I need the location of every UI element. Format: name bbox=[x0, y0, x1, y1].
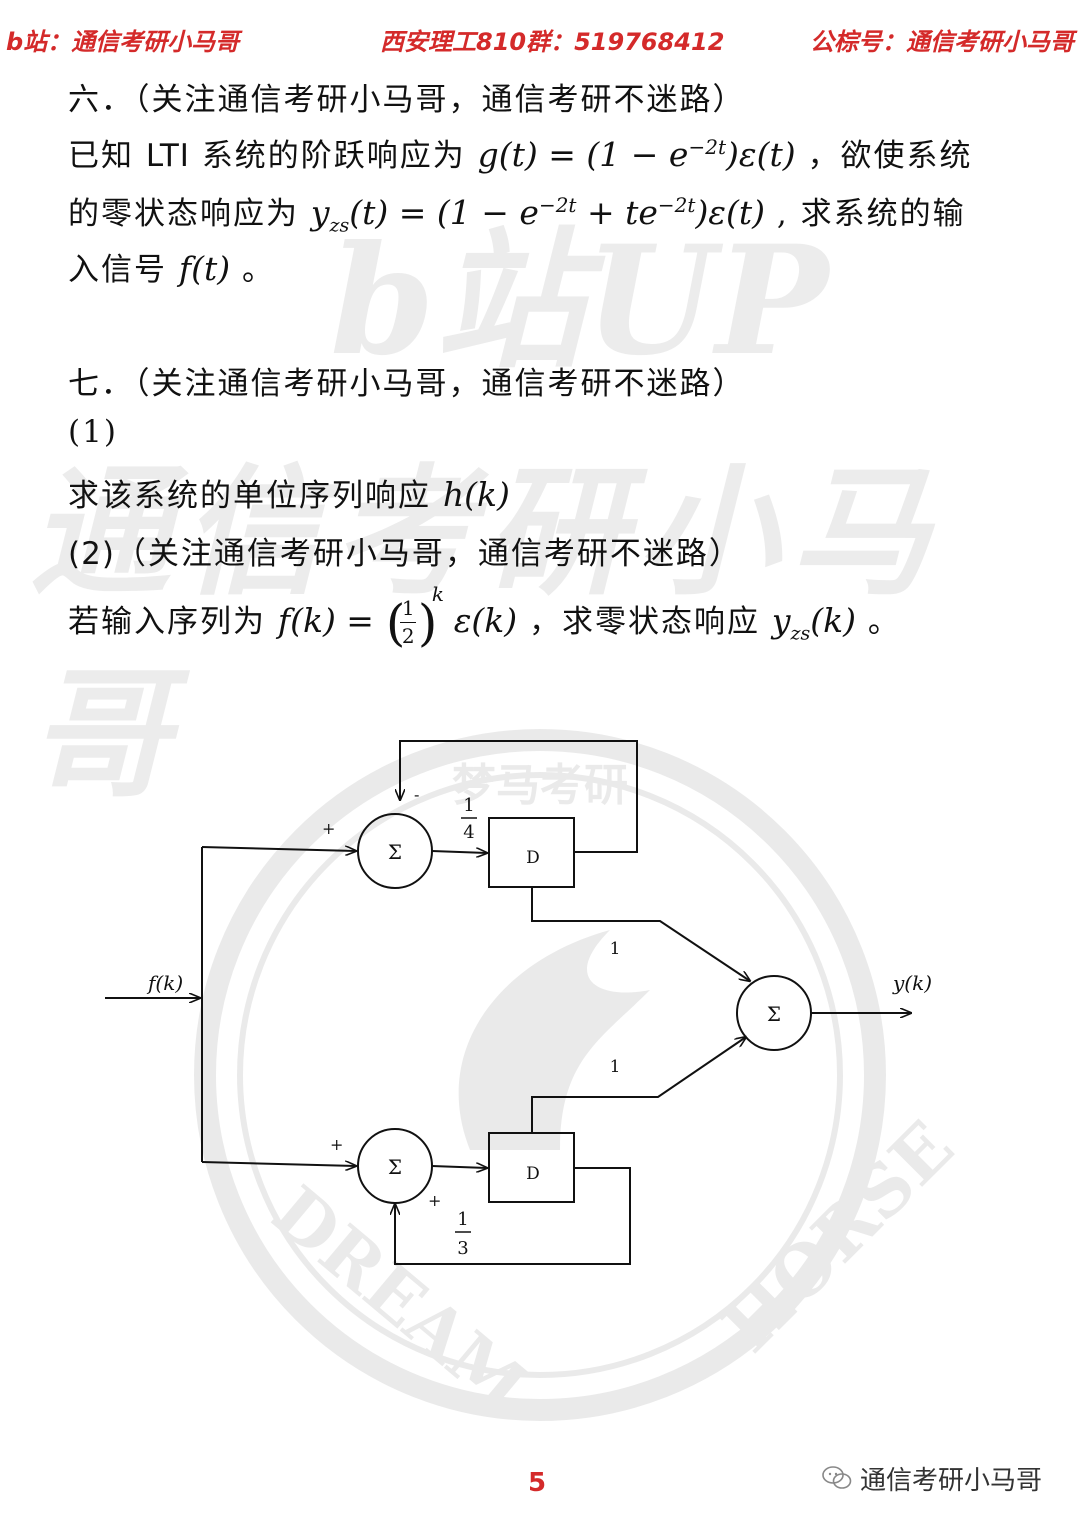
q6-input-signal-eq: f(t) bbox=[178, 249, 231, 288]
top-gain-arrow bbox=[431, 851, 487, 853]
q6-line1-text-a: 已知 bbox=[68, 138, 134, 174]
q6-line1: 已知 LTI 系统的阶跃响应为 g(t) = (1 − e−2t)ε(t) ，欲… bbox=[68, 130, 972, 175]
footer-brand-text: 通信考研小马哥 bbox=[860, 1465, 1043, 1496]
bottom-plus-sign: + bbox=[330, 1135, 343, 1154]
q6-line3-text-a: 入信号 bbox=[68, 252, 167, 288]
q7-part2: 若输入序列为 f(k) = ( 1 2 ) k ε(k) ，求零状态响应 yzs… bbox=[68, 581, 901, 652]
q7-title: 七．（关注通信考研小马哥，通信考研不迷路） bbox=[68, 366, 746, 402]
q6-line2-text-b: , 求系统的输 bbox=[776, 196, 966, 232]
top-gain-numerator: 1 bbox=[463, 795, 474, 816]
q6-step-response-eq: g(t) = (1 − e−2t)ε(t) bbox=[477, 135, 796, 174]
q7-part1: 求该系统的单位序列响应 h(k) bbox=[68, 470, 510, 515]
q7-input-seq-eq: f(k) = bbox=[277, 601, 374, 640]
q7-part2-title: (2)（关注通信考研小马哥，通信考研不迷路） bbox=[68, 528, 742, 573]
bottom-adder-symbol: Σ bbox=[388, 1155, 402, 1179]
top-to-output-path bbox=[531, 887, 750, 981]
top-minus-sign: - bbox=[414, 785, 419, 804]
q7-part1-text: 求该系统的单位序列响应 bbox=[68, 478, 431, 514]
bottom-adder-input-arrow bbox=[201, 1162, 356, 1166]
q7-part2-text-c: 。 bbox=[867, 604, 901, 640]
q7-fraction-half: ( 1 2 ) k bbox=[385, 581, 444, 652]
top-delay-label: D bbox=[526, 848, 540, 868]
q7-part2-text-a: 若输入序列为 bbox=[68, 604, 266, 640]
output-adder-symbol: Σ bbox=[767, 1002, 781, 1026]
top-plus-sign: + bbox=[322, 819, 335, 838]
q6-line1-lti: LTI bbox=[145, 138, 190, 174]
lower-path-gain: 1 bbox=[610, 1057, 621, 1077]
q6-line2-text-a: 的零状态响应为 bbox=[68, 196, 299, 232]
upper-path-gain: 1 bbox=[610, 939, 621, 959]
page-number: 5 bbox=[528, 1468, 547, 1498]
output-label: y(k) bbox=[892, 971, 932, 995]
q7-epsilon-k: ε(k) bbox=[453, 601, 518, 640]
q6-line1-text-c: ，欲使系统 bbox=[807, 138, 973, 174]
q6-line3-text-b: 。 bbox=[241, 252, 275, 288]
page-header: b站：通信考研小马哥 西安理工810群：519768412 公棕号：通信考研小马… bbox=[0, 22, 1080, 62]
bottom-adder-to-delay-arrow bbox=[431, 1166, 487, 1168]
q6-line1-text-b: 系统的阶跃响应为 bbox=[201, 138, 466, 174]
wechat-icon bbox=[822, 1466, 852, 1489]
bottom-to-output-path bbox=[531, 1037, 746, 1133]
q6-title: 六．（关注通信考研小马哥，通信考研不迷路） bbox=[68, 82, 746, 118]
header-official-account: 公棕号：通信考研小马哥 bbox=[810, 28, 1074, 56]
q6-zero-state-eq: yzs(t) = (1 − e−2t + te−2t)ε(t) bbox=[310, 193, 766, 237]
q7-part2-label: (2) bbox=[68, 536, 115, 572]
bottom-delay-label: D bbox=[526, 1164, 540, 1184]
q7-yzs-k: yzs(k) bbox=[771, 601, 857, 645]
top-gain-denominator: 4 bbox=[463, 822, 474, 843]
input-label: f(k) bbox=[146, 971, 183, 995]
top-adder-symbol: Σ bbox=[388, 840, 402, 864]
footer-brand: 通信考研小马哥 bbox=[822, 1458, 1042, 1498]
bottom-feedback-path bbox=[395, 1167, 631, 1265]
q7-part1-label: (1) bbox=[68, 414, 118, 450]
header-bilibili: b站：通信考研小马哥 bbox=[6, 28, 240, 56]
bottom-feedback-plus-sign: + bbox=[428, 1191, 441, 1210]
q7-part2-text-b: ，求零状态响应 bbox=[529, 604, 761, 640]
bottom-gain-numerator: 1 bbox=[457, 1209, 468, 1230]
q6-line2: 的零状态响应为 yzs(t) = (1 − e−2t + te−2t)ε(t) … bbox=[68, 188, 966, 237]
q7-unit-response-eq: h(k) bbox=[442, 475, 510, 514]
top-feedback-path bbox=[400, 740, 638, 853]
bottom-gain-denominator: 3 bbox=[457, 1238, 468, 1259]
q7-part2-text: （关注通信考研小马哥，通信考研不迷路） bbox=[114, 536, 742, 572]
header-qq-group: 西安理工810群：519768412 bbox=[380, 28, 725, 56]
q6-line3: 入信号 f(t) 。 bbox=[68, 244, 275, 289]
top-adder-input-arrow bbox=[201, 847, 356, 851]
